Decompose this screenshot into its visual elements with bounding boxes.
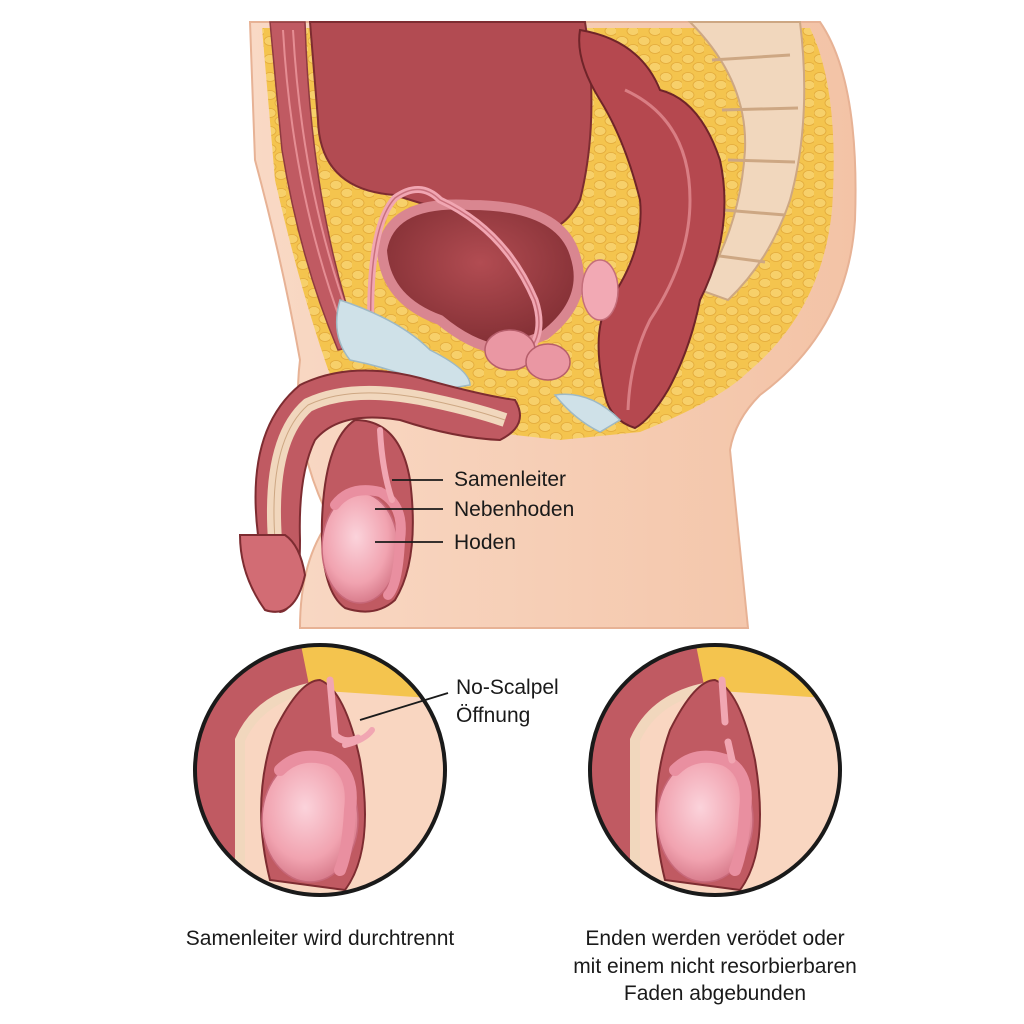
caption-ligated-line3: Faden abgebunden: [623, 982, 807, 1006]
penis: [238, 369, 521, 614]
main-cross-section: [238, 21, 857, 629]
label-nebenhoden: Nebenhoden: [454, 498, 575, 521]
caption-ligated-line1: Enden werden verödet oder: [585, 927, 845, 950]
label-oeffnung: Öffnung: [456, 704, 531, 727]
vas-deferens-scrotal: [377, 427, 395, 503]
detail-circle-cut: [193, 643, 449, 897]
epididymis: [330, 485, 406, 600]
muscle-fiber: [282, 29, 343, 326]
spine: [687, 21, 806, 302]
seminal-vesicle: [581, 259, 619, 321]
label-hoden: Hoden: [454, 531, 516, 554]
label-samenleiter: Samenleiter: [454, 468, 567, 491]
scrotum: [320, 418, 414, 613]
rectum: [578, 28, 726, 430]
bladder: [376, 199, 584, 356]
muscle-fiber: [292, 29, 351, 321]
abdominal-muscle: [269, 21, 361, 351]
prostate-lobe: [525, 343, 571, 381]
caption-ligated-line2: mit einem nicht resorbierbaren: [573, 954, 857, 978]
caption-cut: Samenleiter wird durchtrennt: [185, 927, 455, 950]
label-line-opening: [359, 692, 449, 721]
caption-ligated: Enden werden verödet oder mit einem nich…: [510, 925, 920, 1008]
detail-circle-ligated: [588, 643, 842, 897]
label-no-scalpel: No-Scalpel: [456, 676, 559, 699]
